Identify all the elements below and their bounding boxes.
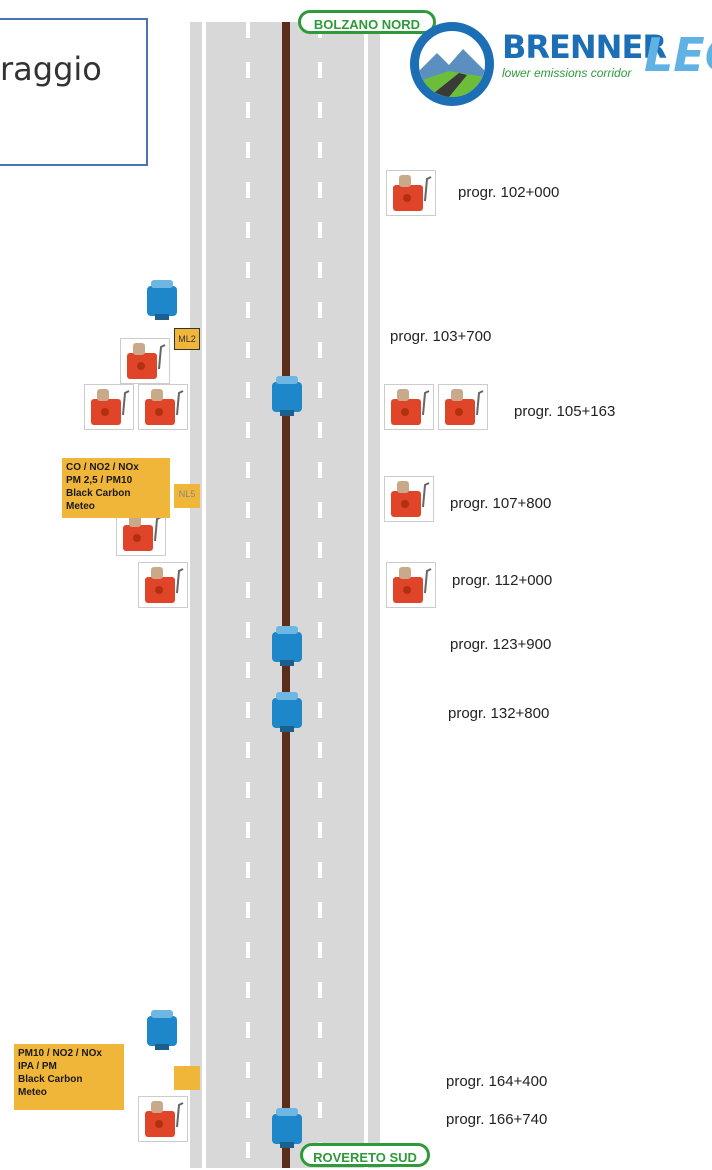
progr-label: progr. 132+800 xyxy=(448,705,550,722)
info-line: Meteo xyxy=(66,501,95,512)
marker-nl5: NL5 xyxy=(174,484,200,508)
logo-brand-text: BRENNER xyxy=(502,28,667,66)
blue-monitoring-station-icon xyxy=(270,1108,304,1148)
info-line: Black Carbon xyxy=(66,488,131,499)
logo-subtitle: lower emissions corridor xyxy=(502,66,632,80)
info-box-pollutants-top: CO / NO2 / NOx PM 2,5 / PM10 Black Carbo… xyxy=(62,458,170,518)
red-monitoring-station-icon xyxy=(438,384,488,430)
title-box: raggio xyxy=(0,18,148,166)
info-line: CO / NO2 / NOx xyxy=(66,462,139,473)
red-monitoring-station-icon xyxy=(138,384,188,430)
info-line: IPA / PM xyxy=(18,1061,57,1072)
info-line: PM 2,5 / PM10 xyxy=(66,475,133,486)
progr-label: progr. 164+400 xyxy=(446,1073,548,1090)
road-median xyxy=(282,22,290,1168)
blue-monitoring-station-icon xyxy=(270,692,304,732)
progr-label: progr. 105+163 xyxy=(514,403,616,420)
red-monitoring-station-icon xyxy=(386,562,436,608)
title-text: raggio xyxy=(0,50,102,88)
blue-monitoring-station-icon xyxy=(270,626,304,666)
progr-label: progr. 103+700 xyxy=(390,328,492,345)
blue-monitoring-station-icon xyxy=(145,1010,179,1050)
progr-label: progr. 166+740 xyxy=(446,1111,548,1128)
progr-label: progr. 112+000 xyxy=(452,572,553,589)
logo-lec-text: LEC xyxy=(644,28,712,82)
info-line: Meteo xyxy=(18,1087,47,1098)
progr-label: progr. 123+900 xyxy=(450,636,552,653)
progr-label: progr. 107+800 xyxy=(450,495,552,512)
road-edge-right xyxy=(364,22,368,1168)
red-monitoring-station-icon xyxy=(138,1096,188,1142)
blue-monitoring-station-icon xyxy=(145,280,179,320)
marker-empty xyxy=(174,1066,200,1090)
sign-rovereto-sud: ROVERETO SUD xyxy=(300,1143,430,1167)
lane-divider-right xyxy=(318,22,322,1168)
red-monitoring-station-icon xyxy=(386,170,436,216)
info-line: PM10 / NO2 / NOx xyxy=(18,1048,102,1059)
lane-divider-left xyxy=(246,22,250,1168)
red-monitoring-station-icon xyxy=(138,562,188,608)
marker-ml2: ML2 xyxy=(174,328,200,350)
brenner-lec-logo-icon xyxy=(410,22,494,106)
info-line: Black Carbon xyxy=(18,1074,83,1085)
blue-monitoring-station-icon xyxy=(270,376,304,416)
red-monitoring-station-icon xyxy=(120,338,170,384)
sign-bolzano-nord: BOLZANO NORD xyxy=(298,10,436,34)
red-monitoring-station-icon xyxy=(384,476,434,522)
red-monitoring-station-icon xyxy=(384,384,434,430)
info-box-pollutants-bottom: PM10 / NO2 / NOx IPA / PM Black Carbon M… xyxy=(14,1044,124,1110)
progr-label: progr. 102+000 xyxy=(458,184,560,201)
red-monitoring-station-icon xyxy=(84,384,134,430)
highway-road xyxy=(190,22,380,1168)
road-edge-left xyxy=(202,22,206,1168)
